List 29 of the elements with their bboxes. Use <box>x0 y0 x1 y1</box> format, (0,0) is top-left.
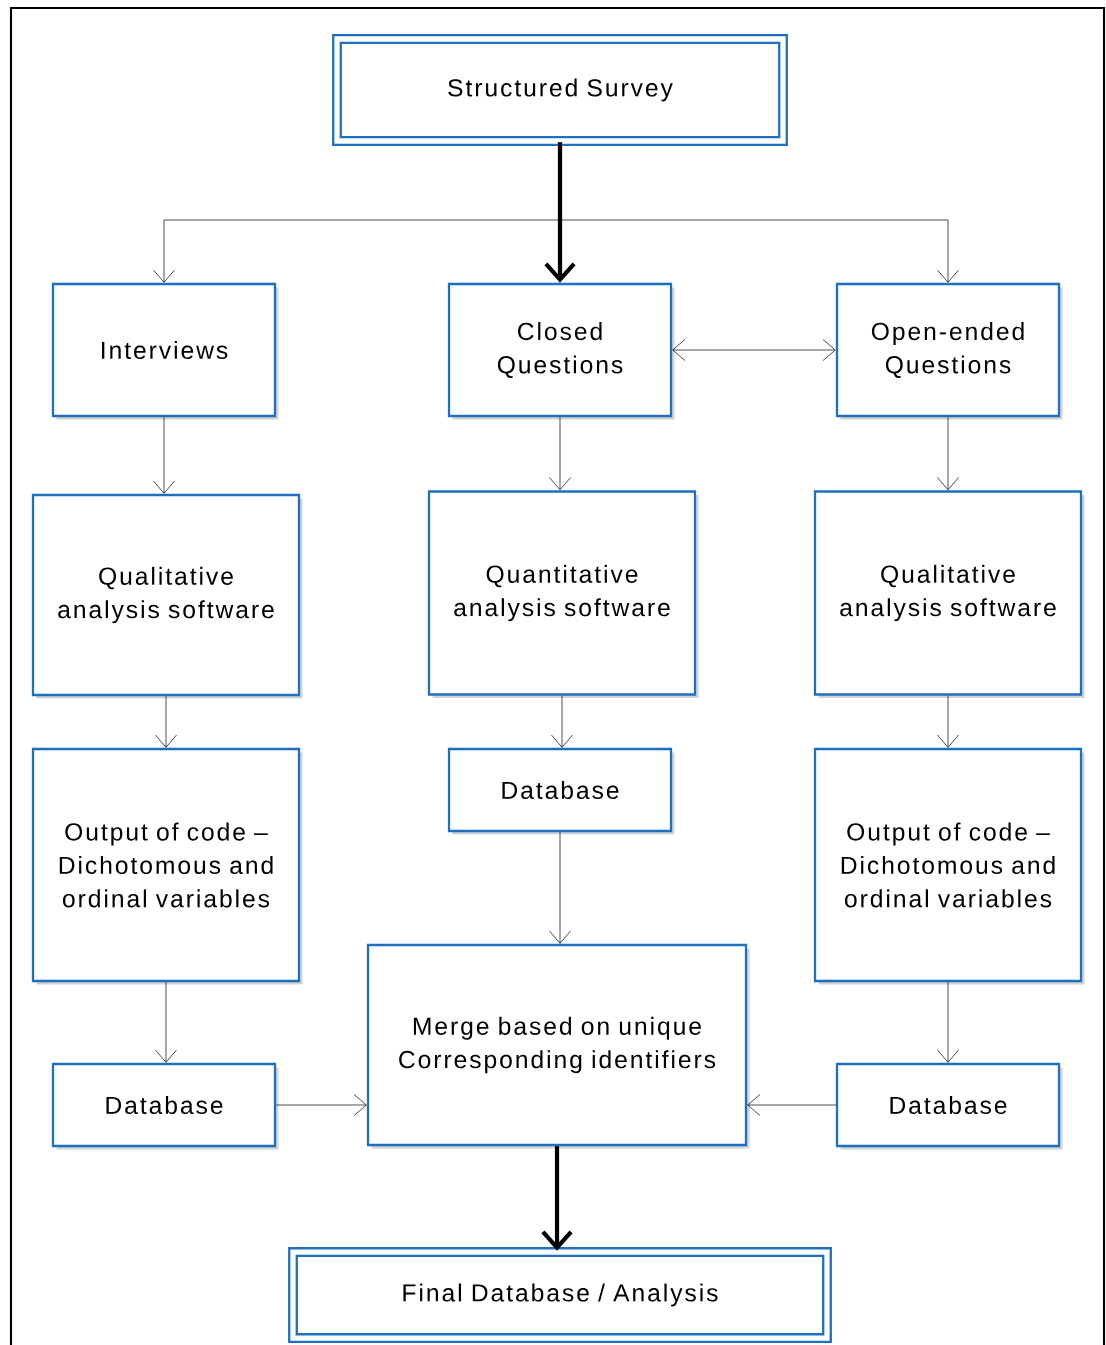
arrow <box>937 416 959 491</box>
title-box: Structured Survey <box>332 34 788 146</box>
arrow <box>275 1094 367 1116</box>
arrow <box>937 981 959 1063</box>
process-box: Qualitative analysis software <box>813 490 1085 698</box>
arrow <box>551 695 573 748</box>
arrow <box>747 1094 837 1116</box>
arrow <box>155 695 177 748</box>
title-box: Final Database / Analysis <box>288 1247 832 1343</box>
process-box: Open-ended Questions <box>835 282 1063 420</box>
arrow <box>544 142 576 283</box>
process-box: Database <box>51 1062 279 1150</box>
process-box: Closed Questions <box>447 282 675 420</box>
arrow <box>549 416 571 491</box>
arrow <box>672 339 836 361</box>
arrow <box>549 831 571 944</box>
arrow <box>559 141 959 283</box>
process-box: Merge based on unique Corresponding identifiers <box>366 943 750 1149</box>
process-box: Quantitative analysis software <box>427 490 699 698</box>
process-box: Output of code – Dichotomous and ordinal variables <box>31 747 303 985</box>
process-box: Database <box>835 1062 1063 1150</box>
process-box: Qualitative analysis software <box>31 493 303 699</box>
process-box: Database <box>447 747 675 835</box>
arrow <box>155 981 177 1063</box>
process-box: Interviews <box>51 282 279 420</box>
arrow <box>153 416 175 494</box>
arrow <box>541 1146 573 1251</box>
arrow <box>937 695 959 748</box>
process-box: Output of code – Dichotomous and ordinal variables <box>813 747 1085 985</box>
